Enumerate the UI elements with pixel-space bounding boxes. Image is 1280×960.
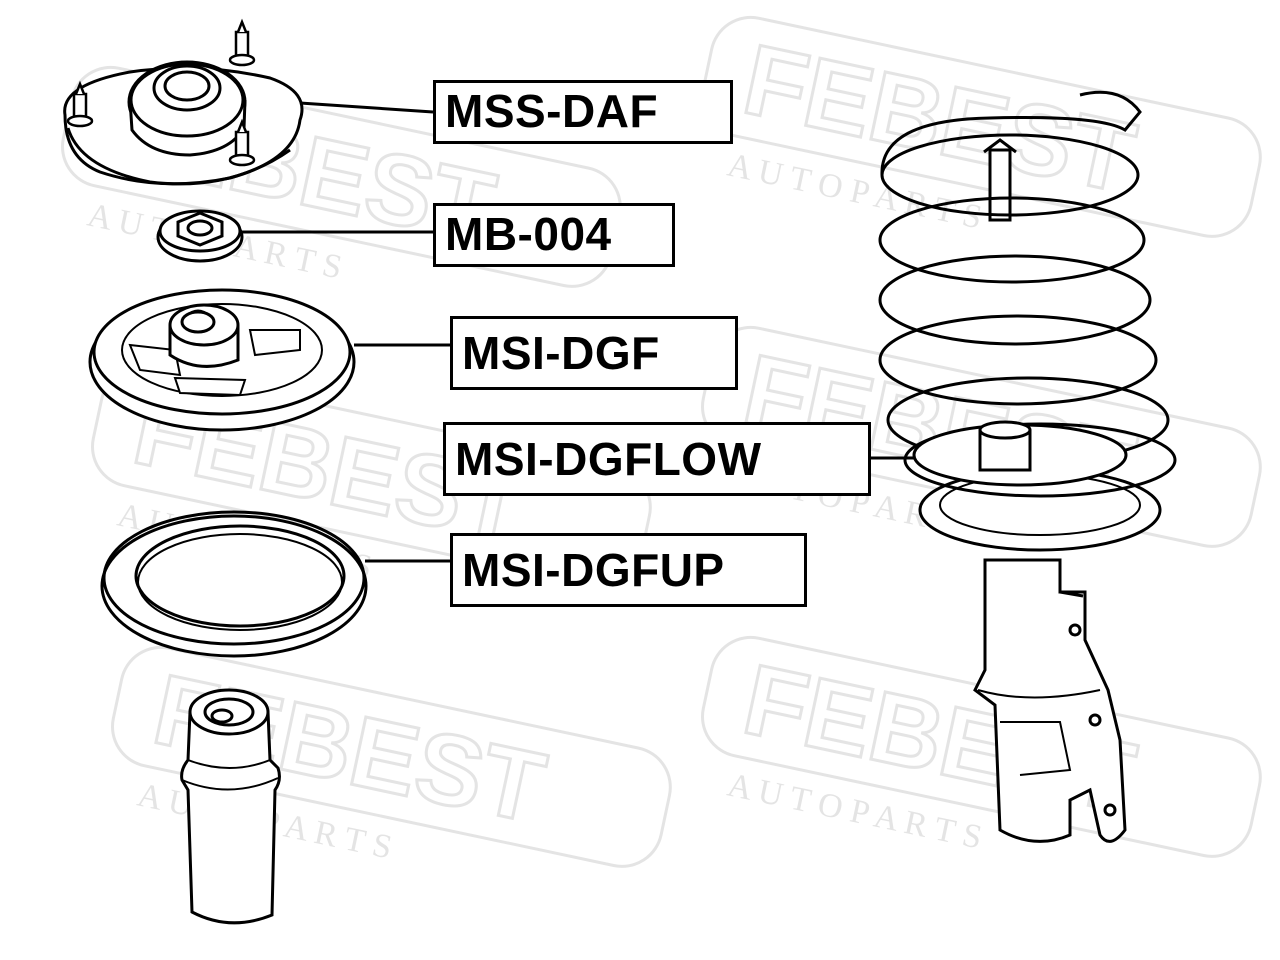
assembled-strut-drawing <box>878 90 1177 843</box>
strut-mount-drawing <box>63 18 304 186</box>
spring-seat-drawing <box>88 288 356 432</box>
part-code: MSI-DGFLOW <box>455 433 762 485</box>
bearing-nut-drawing <box>156 209 244 263</box>
part-code: MSI-DGFUP <box>462 544 725 596</box>
stud <box>66 80 94 128</box>
stud <box>228 118 256 167</box>
part-label-msi-dgfup: MSI-DGFUP <box>450 533 807 607</box>
leader-line-mss-daf <box>299 101 434 114</box>
leader-lines <box>240 101 915 563</box>
part-label-msi-dgf: MSI-DGF <box>450 316 738 390</box>
part-code: MSI-DGF <box>462 327 660 379</box>
dust-boot-drawing <box>180 688 281 925</box>
part-label-msi-dgflow: MSI-DGFLOW <box>443 422 871 496</box>
watermark-logo: FEBEST A U T O P A R T S <box>700 15 1262 238</box>
watermark-logo: FEBEST A U T O P A R T S <box>700 635 1262 858</box>
part-code: MSS-DAF <box>445 85 659 137</box>
part-code: MB-004 <box>445 208 612 260</box>
part-label-mss-daf: MSS-DAF <box>433 80 733 144</box>
part-label-mb-004: MB-004 <box>433 203 675 267</box>
stud <box>228 18 256 67</box>
upper-insulator-drawing <box>100 510 368 658</box>
